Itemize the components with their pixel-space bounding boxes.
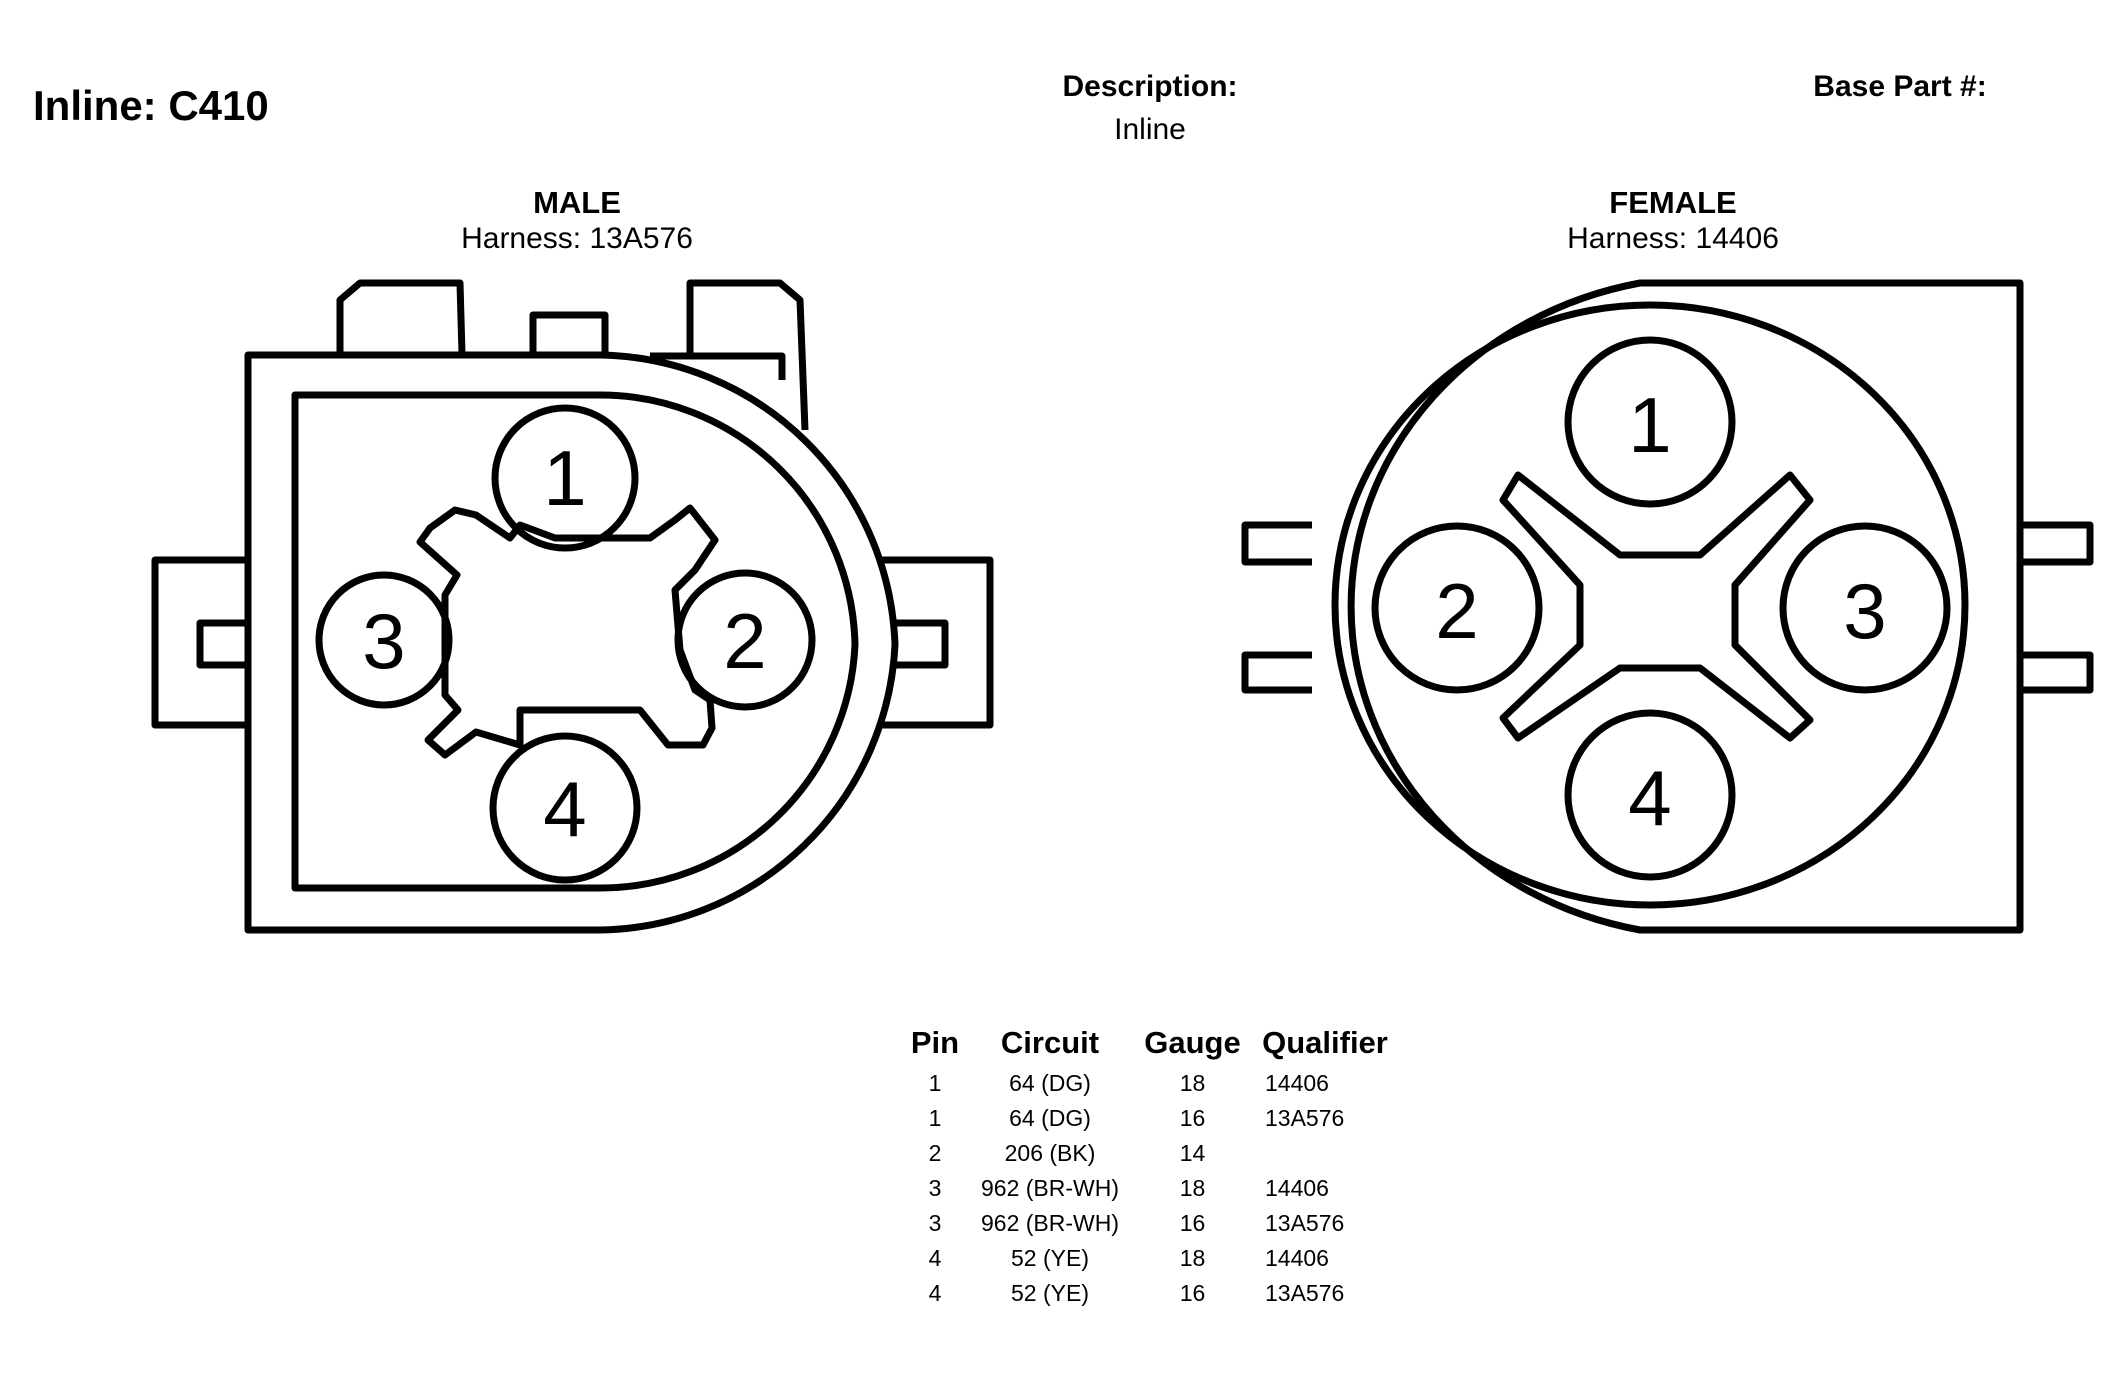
qualifier-cell: 14406 — [1265, 1175, 1329, 1201]
gauge-cell: 16 — [1179, 1105, 1206, 1131]
table-row: 1 64 (DG) 18 14406 — [900, 1066, 1395, 1101]
male-pin-2-label: 2 — [723, 597, 766, 685]
base-part-label: Base Part #: — [1813, 70, 1987, 103]
circuit-cell: 52 (YE) — [1011, 1280, 1089, 1306]
table-row: 2 206 (BK) 14 — [900, 1136, 1395, 1171]
pin-table: Pin Circuit Gauge Qualifier 1 64 (DG) 18… — [900, 1020, 1395, 1311]
qualifier-cell — [1255, 1136, 1395, 1171]
male-connector-outline — [151, 279, 994, 934]
male-pin-2-circle — [674, 569, 816, 711]
gauge-cell: 18 — [1179, 1245, 1206, 1271]
qualifier-cell: 14406 — [1265, 1245, 1329, 1271]
male-pin-1-circle — [491, 404, 639, 552]
pin-cell: 1 — [928, 1070, 942, 1096]
table-row: 3 962 (BR-WH) 18 14406 — [900, 1171, 1395, 1206]
gauge-cell: 18 — [1179, 1175, 1206, 1201]
female-harness: Harness: 14406 — [1567, 222, 1779, 255]
description-label: Description: — [1062, 70, 1238, 103]
qualifier-cell: 14406 — [1265, 1070, 1329, 1096]
gauge-header: Gauge — [1144, 1025, 1241, 1060]
male-pin-1-label: 1 — [543, 434, 586, 522]
male-pin-3-circle — [315, 571, 453, 709]
male-pin-4-circle — [489, 732, 641, 884]
gauge-cell: 14 — [1179, 1140, 1206, 1166]
qualifier-cell: 13A576 — [1265, 1105, 1345, 1131]
circuit-cell: 206 (BK) — [1004, 1140, 1096, 1166]
circuit-cell: 962 (BR-WH) — [980, 1210, 1119, 1236]
circuit-cell: 52 (YE) — [1011, 1245, 1089, 1271]
female-pin-1-circle — [1564, 336, 1736, 508]
circuit-cell: 64 (DG) — [1009, 1070, 1091, 1096]
circuit-cell: 64 (DG) — [1009, 1105, 1091, 1131]
circuit-header: Circuit — [1000, 1025, 1100, 1060]
female-pin-3-label: 3 — [1843, 567, 1886, 655]
male-title: MALE — [533, 185, 621, 220]
pin-cell: 3 — [928, 1210, 942, 1236]
gauge-cell: 16 — [1179, 1210, 1206, 1236]
table-row: 3 962 (BR-WH) 16 13A576 — [900, 1206, 1395, 1241]
qualifier-header: Qualifier — [1262, 1025, 1388, 1060]
table-row: 1 64 (DG) 16 13A576 — [900, 1101, 1395, 1136]
circuit-cell: 962 (BR-WH) — [980, 1175, 1119, 1201]
table-row: 4 52 (YE) 16 13A576 — [900, 1276, 1395, 1311]
qualifier-cell: 13A576 — [1265, 1210, 1345, 1236]
gauge-cell: 16 — [1179, 1280, 1206, 1306]
female-pin-2-label: 2 — [1435, 567, 1478, 655]
pin-cell: 4 — [928, 1245, 942, 1271]
table-row: 4 52 (YE) 18 14406 — [900, 1241, 1395, 1276]
pin-cell: 2 — [928, 1140, 942, 1166]
description-value: Inline — [1114, 113, 1186, 146]
female-title: FEMALE — [1609, 185, 1737, 220]
female-connector-outline — [1241, 279, 2094, 934]
gauge-cell: 18 — [1179, 1070, 1206, 1096]
female-pin-2-circle — [1371, 522, 1543, 694]
male-pin-3-label: 3 — [362, 597, 405, 685]
female-pin-1-label: 1 — [1628, 381, 1671, 469]
qualifier-cell: 13A576 — [1265, 1280, 1345, 1306]
female-pin-4-circle — [1564, 709, 1736, 881]
pin-cell: 1 — [928, 1105, 942, 1131]
male-harness: Harness: 13A576 — [461, 222, 693, 255]
pin-table-header: Pin Circuit Gauge Qualifier — [900, 1020, 1395, 1066]
connector-title: Inline: C410 — [33, 82, 269, 129]
male-pin-4-label: 4 — [543, 765, 586, 853]
pin-header: Pin — [910, 1025, 960, 1060]
female-pin-3-circle — [1779, 522, 1951, 694]
pin-cell: 4 — [928, 1280, 942, 1306]
female-pin-4-label: 4 — [1628, 754, 1671, 842]
pin-cell: 3 — [928, 1175, 942, 1201]
